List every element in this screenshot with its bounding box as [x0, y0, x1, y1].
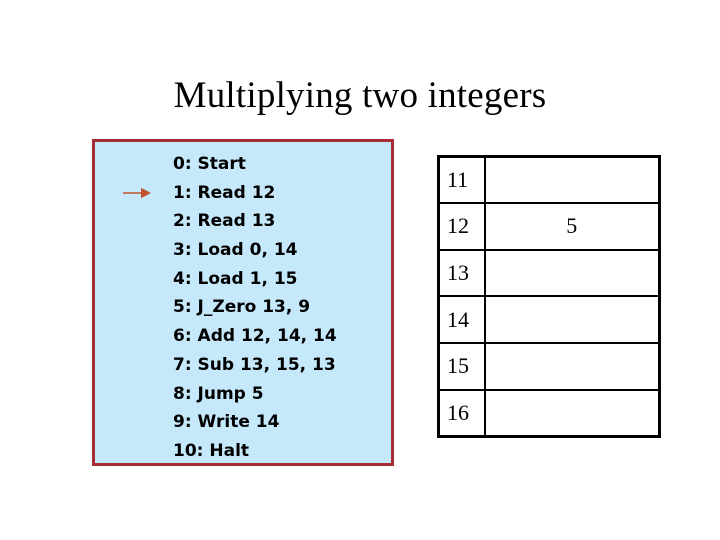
program-line-list: 0: Start 1: Read 12 2: Read 13 3: Load 0… [173, 150, 337, 466]
program-line: 3: Load 0, 14 [173, 240, 298, 261]
memory-value-cell [483, 342, 661, 391]
memory-address-cell: 12 [437, 202, 486, 251]
memory-value-cell: 5 [483, 202, 661, 251]
right-arrow-icon [123, 179, 153, 208]
table-row: 12 5 [437, 202, 661, 251]
table-row: 11 [437, 155, 661, 205]
memory-address-cell: 13 [437, 248, 486, 298]
memory-table: 11 12 5 13 14 15 16 [437, 155, 661, 438]
memory-address-cell: 16 [437, 388, 486, 438]
table-row: 16 [437, 388, 661, 438]
program-line: 0: Start [173, 154, 246, 174]
memory-value-cell [483, 248, 661, 298]
program-line: 8: Jump 5 [173, 383, 264, 404]
table-row: 15 [437, 342, 661, 391]
program-line: 7: Sub 13, 15, 13 [173, 354, 336, 375]
program-line: 10: Halt [173, 440, 250, 461]
memory-address-cell: 11 [437, 155, 486, 205]
program-listing-panel: 0: Start 1: Read 12 2: Read 13 3: Load 0… [92, 139, 394, 466]
program-line: 9: Write 14 [173, 412, 280, 433]
program-line: 5: J_Zero 13, 9 [173, 297, 311, 318]
memory-value-cell [483, 155, 661, 205]
table-row: 13 [437, 248, 661, 298]
memory-address-cell: 14 [437, 295, 486, 345]
table-row: 14 [437, 295, 661, 345]
program-line: 1: Read 12 [173, 182, 276, 203]
memory-value-cell [483, 388, 661, 438]
program-line: 2: Read 13 [173, 211, 276, 232]
program-line: 4: Load 1, 15 [173, 268, 298, 289]
memory-value-cell [483, 295, 661, 345]
program-line: 6: Add 12, 14, 14 [173, 326, 337, 347]
page-title: Multiplying two integers [173, 75, 547, 116]
memory-address-cell: 15 [437, 342, 486, 391]
